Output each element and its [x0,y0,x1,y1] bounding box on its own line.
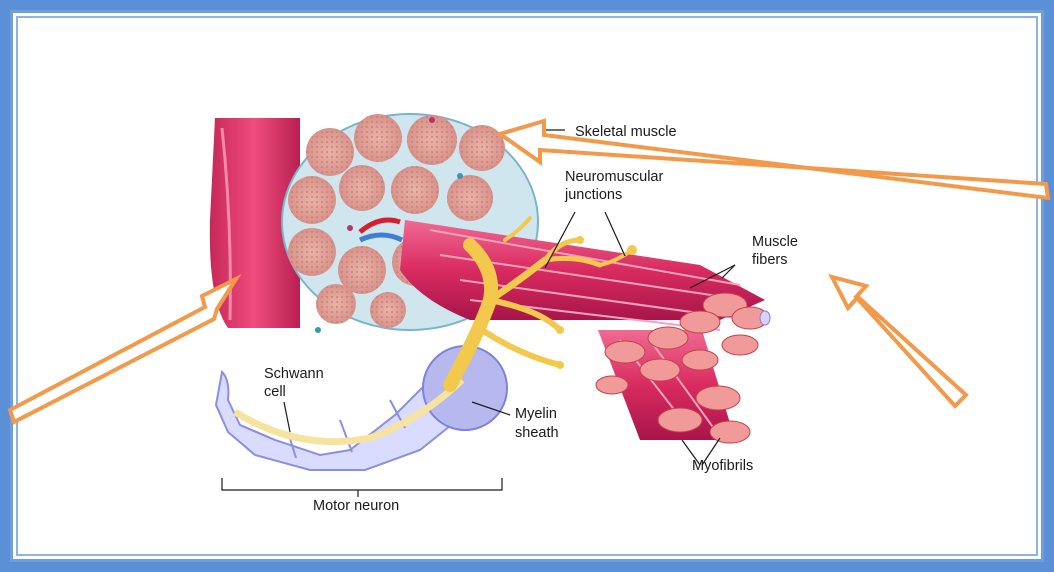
label-muscle-fibers-2: fibers [752,252,787,268]
label-neuromuscular-2: junctions [564,187,622,203]
arrow-bottom-right-icon [832,277,966,406]
label-skeletal-muscle: Skeletal muscle [575,124,677,140]
arrow-left-icon [10,279,236,422]
label-myofibrils: Myofibrils [692,458,753,474]
label-myelin-1: Myelin [515,406,557,422]
label-muscle-fibers-1: Muscle [752,234,798,250]
label-motor-neuron: Motor neuron [313,498,399,514]
label-neuromuscular-1: Neuromuscular [565,169,663,185]
label-myelin-2: sheath [515,425,559,441]
label-schwann-1: Schwann [264,366,324,382]
label-schwann-2: cell [264,384,286,400]
